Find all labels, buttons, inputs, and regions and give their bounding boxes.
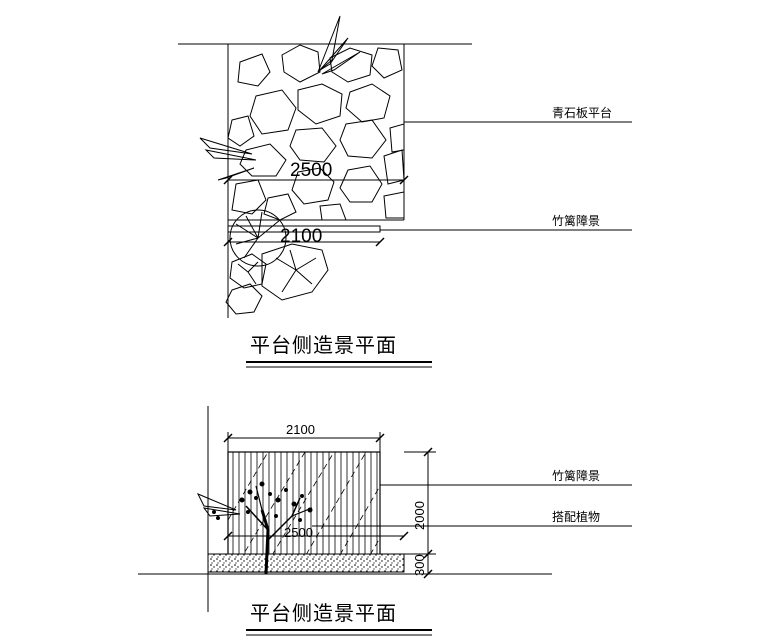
elevation-view: 2100 (138, 406, 632, 636)
plan-view: 2500 2100 青石板平台 竹篱障景 平台侧造景平面 (178, 15, 632, 368)
spiky-plant-top (317, 15, 361, 75)
plan-title: 平台侧造景平面 (250, 333, 397, 357)
label-bamboo-elev: 竹篱障景 (552, 468, 600, 483)
plan-dim-2100-text: 2100 (280, 226, 322, 247)
bamboo-stakes (228, 452, 380, 572)
label-stone-platform: 青石板平台 (552, 105, 612, 120)
elevation-title: 平台侧造景平面 (250, 601, 397, 625)
elev-dim-2000-text: 2000 (412, 501, 427, 530)
label-bamboo-plan: 竹篱障景 (552, 213, 600, 228)
elev-dim-2100-text: 2100 (286, 422, 315, 437)
bamboo-screen-plan (227, 225, 381, 233)
label-plants: 搭配植物 (552, 509, 600, 524)
spiky-plant-left (199, 137, 257, 181)
gravel-base (207, 553, 405, 573)
elev-dim-2500-text: 2500 (284, 525, 313, 540)
accent-plant (196, 481, 313, 575)
plan-dim-2500-text: 2500 (290, 160, 332, 181)
elev-dim-300-text: 300 (412, 554, 427, 576)
flagstone-pattern (228, 44, 404, 220)
shrub-group (225, 209, 329, 315)
